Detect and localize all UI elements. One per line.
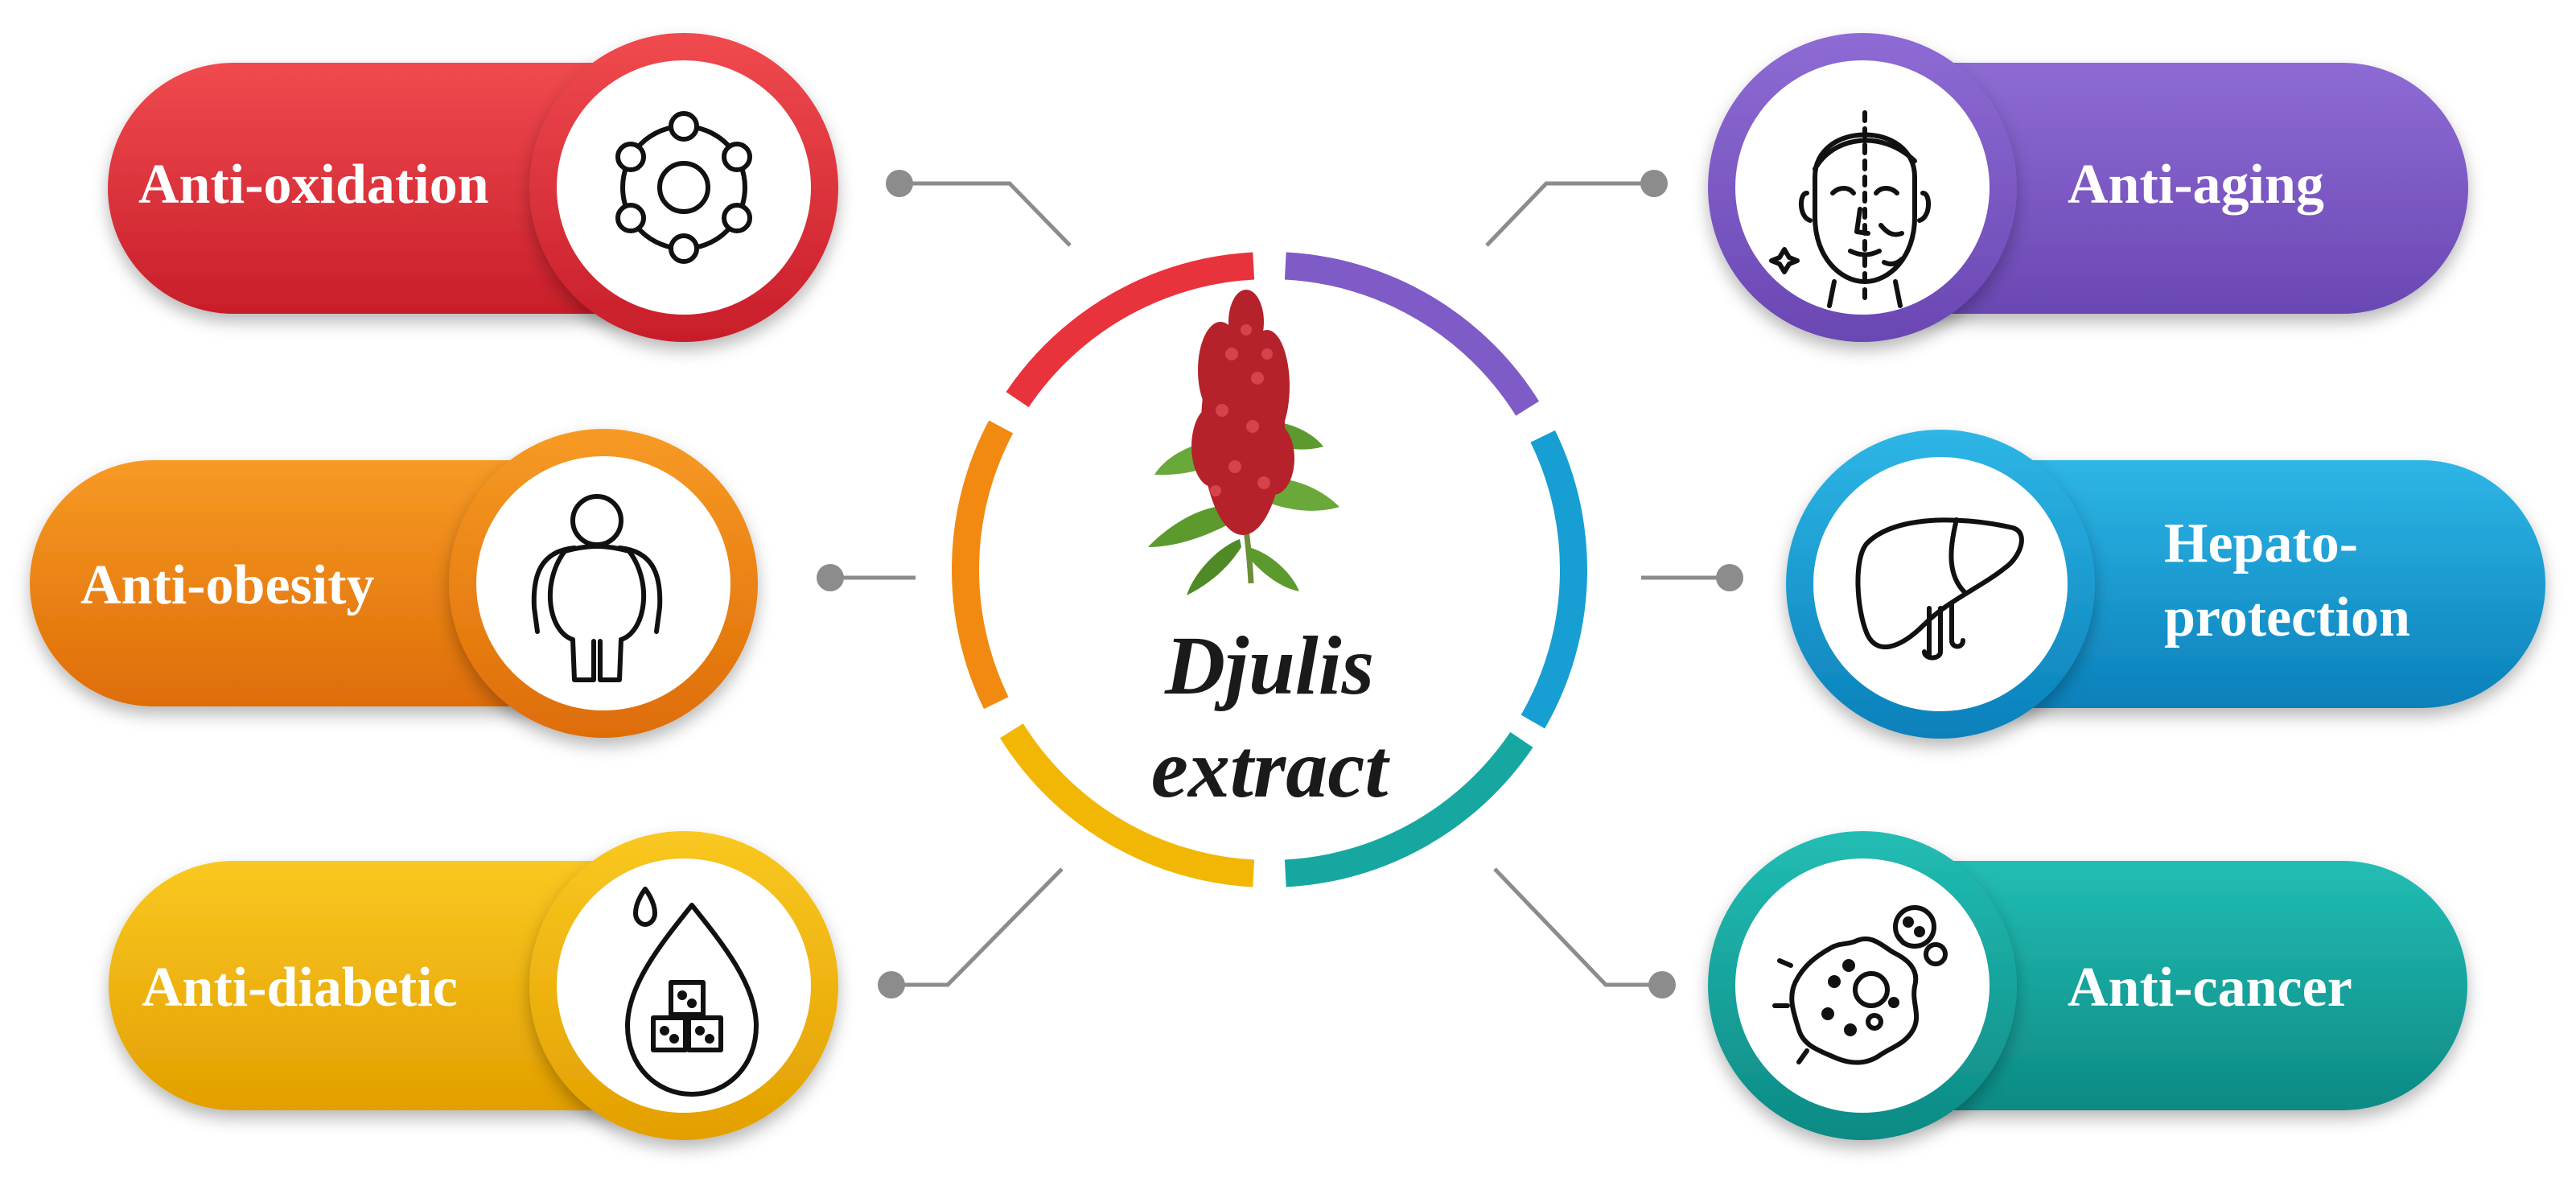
label-anti-obesity: Anti-obesity [80, 554, 375, 616]
ring-arc-red [1006, 252, 1255, 408]
pill-anti-obesity: Anti-obesity [30, 429, 758, 738]
connector-anti-aging [1485, 170, 1668, 247]
pill-anti-diabetic: Anti-diabetic [109, 831, 838, 1140]
connector-anti-obesity [817, 564, 916, 591]
label-anti-diabetic: Anti-diabetic [142, 957, 458, 1019]
djulis-plant-illustration [1148, 290, 1339, 595]
ring-arc-orange [952, 420, 1014, 710]
center-ring [952, 252, 1587, 887]
center-title-line-2: extract [1151, 723, 1391, 815]
connectors [817, 170, 1743, 998]
obese-person-icon [531, 494, 663, 682]
ring-arc-blue [1520, 430, 1587, 729]
connector-hepato-protection [1641, 564, 1743, 591]
pill-anti-aging: Anti-aging [1708, 33, 2468, 342]
connector-anti-diabetic [878, 867, 1064, 998]
molecule-ring-icon [615, 111, 752, 264]
ring-arc-teal [1284, 731, 1533, 887]
pill-anti-oxidation: Anti-oxidation [108, 33, 838, 342]
connector-anti-oxidation [886, 170, 1072, 247]
connector-anti-cancer [1493, 867, 1676, 998]
center-title-line-1: Djulis [1164, 620, 1374, 712]
label-anti-oxidation: Anti-oxidation [138, 154, 489, 216]
ring-arc-purple [1284, 252, 1540, 416]
label-hepato-protection-line-1: Hepato- [2164, 513, 2358, 574]
label-anti-aging: Anti-aging [2068, 154, 2324, 216]
liver-icon [1855, 517, 2024, 661]
pill-anti-cancer: Anti-cancer [1708, 831, 2467, 1140]
label-anti-cancer: Anti-cancer [2068, 957, 2352, 1019]
label-hepato-protection-line-2: protection [2164, 587, 2410, 648]
face-aging-icon [1769, 110, 1931, 308]
ring-arc-yellow [999, 723, 1255, 887]
cancer-cell-icon [1772, 905, 1948, 1065]
sugar-drop-icon [625, 887, 759, 1097]
pill-hepato-protection: Hepato- protection [1786, 430, 2545, 739]
